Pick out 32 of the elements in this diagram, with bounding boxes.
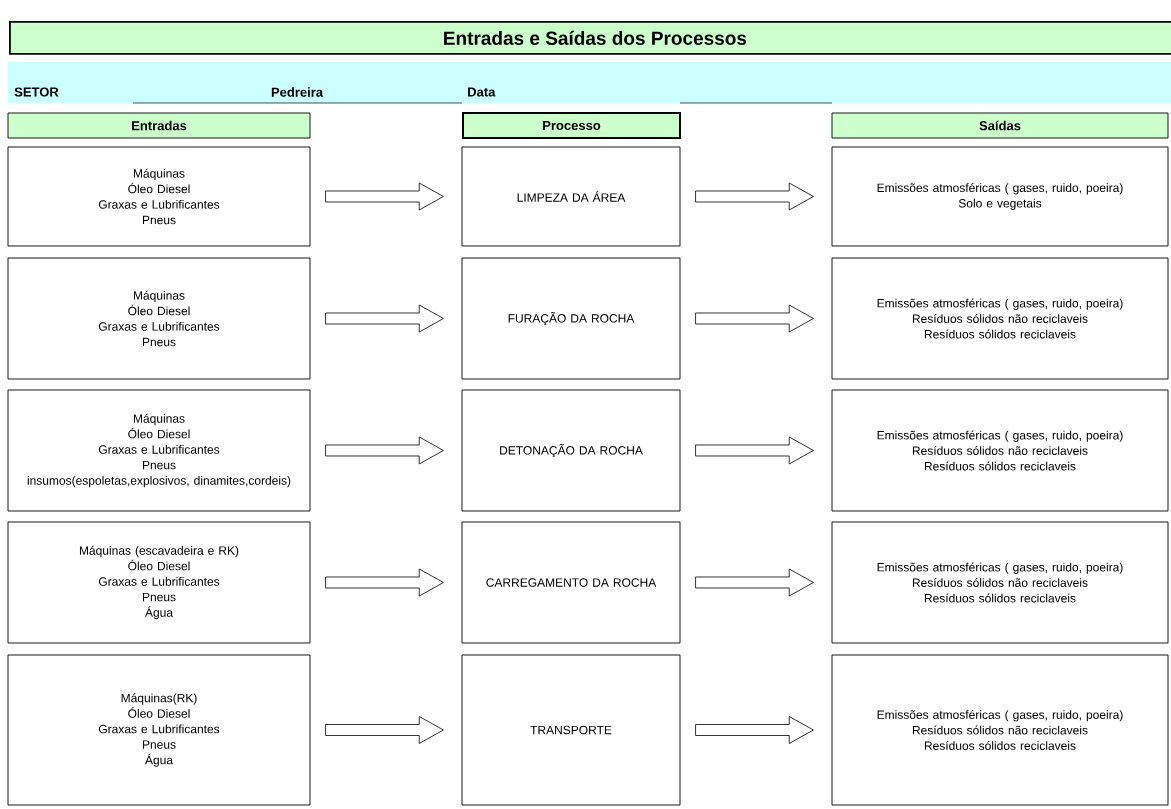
field-label: SETOR	[14, 87, 59, 97]
column-header: Saídas	[831, 112, 1169, 139]
block-arrow	[325, 716, 444, 744]
process-box: DETONAÇÃO DA ROCHA	[461, 389, 681, 512]
block-arrow	[695, 436, 814, 465]
list-box: Máquinas Óleo Diesel Graxas e Lubrificantes Pneus	[7, 257, 311, 380]
block-arrow	[695, 304, 814, 333]
list-box: Máquinas (escavadeira e RK) Óleo Diesel Graxas e Lubrificantes Pneus Água	[7, 521, 311, 644]
field-label: Pedreira	[271, 87, 324, 97]
list-box: Máquinas Óleo Diesel Graxas e Lubrificantes Pneus	[7, 146, 311, 247]
list-box: Emissões atmosféricas ( gases, ruido, poeira) Resíduos sólidos não reciclaveis Resíduos sólidos reciclaveis	[831, 654, 1169, 806]
list-box: Emissões atmosféricas ( gases, ruido, poeira) Solo e vegetais	[831, 146, 1169, 247]
list-box: Emissões atmosféricas ( gases, ruido, poeira) Resíduos sólidos não reciclaveis Resíduos sólidos reciclaveis	[831, 389, 1169, 512]
process-box: LIMPEZA DA ÁREA	[461, 146, 681, 247]
process-box: TRANSPORTE	[461, 654, 681, 806]
block-arrow	[695, 716, 814, 744]
list-box: Máquinas(RK) Óleo Diesel Graxas e Lubrificantes Pneus Água	[7, 654, 311, 806]
column-header: Processo	[462, 112, 681, 139]
block-arrow	[695, 568, 814, 597]
block-arrow	[325, 182, 444, 211]
column-header: Entradas	[7, 112, 311, 139]
list-box: Emissões atmosféricas ( gases, ruido, poeira) Resíduos sólidos não reciclaveis Resíduos sólidos reciclaveis	[831, 257, 1169, 380]
list-box: Emissões atmosféricas ( gases, ruido, poeira) Resíduos sólidos não reciclaveis Resíduos sólidos reciclaveis	[831, 521, 1169, 644]
block-arrow	[695, 182, 814, 211]
process-box: FURAÇÃO DA ROCHA	[461, 257, 681, 380]
block-arrow	[325, 304, 444, 333]
process-box: CARREGAMENTO DA ROCHA	[461, 521, 681, 644]
field-label: Data	[468, 87, 496, 97]
block-arrow	[325, 568, 444, 597]
list-box: Máquinas Óleo Diesel Graxas e Lubrificantes Pneus insumos(espoletas,explosivos, dinamites,cordeis)	[7, 389, 311, 512]
block-arrow	[325, 436, 444, 465]
title-bar: Entradas e Saídas dos Processos	[9, 21, 1171, 55]
